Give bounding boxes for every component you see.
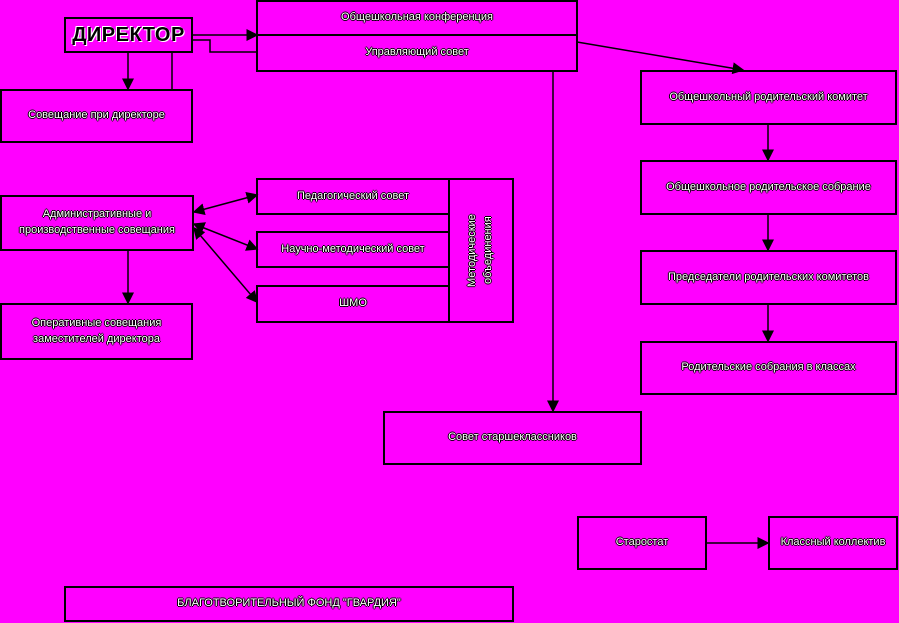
board-box: Управляющий совет [256,34,578,72]
chairs-box: Председатели родительских комитетов [640,250,897,305]
operative-box: Оперативные совещания заместителей дирек… [0,303,193,360]
method-assoc-label: Методические объединения [466,214,494,287]
arrow-board-parent-committee [576,41,745,75]
admin-meetings-box: Административные и производственные сове… [0,195,194,251]
senior-council-box: Совет старшеклассников [383,411,642,465]
directors-meeting-box: Совещание при директоре [0,89,193,143]
director-box: ДИРЕКТОР [64,17,193,53]
parent-committee-box: Общешкольный родительский комитет [640,70,897,125]
parent-meeting-box: Общешкольное родительское собрание [640,160,897,215]
ped-council-box: Педагогический совет [256,178,450,215]
sci-council-box: Научно-методический совет [256,231,450,268]
class-meetings-box: Родительские собрания в классах [640,341,897,395]
charity-box: БЛАГОТВОРИТЕЛЬНЫЙ ФОНД "ГВАРДИЯ" [64,586,514,622]
class-collective-box: Классный коллектив [768,516,898,570]
line-director-board [193,39,257,53]
starostat-box: Старостат [577,516,707,570]
arrow-admin-shmo [193,226,258,304]
shmo-box: ШМО [256,285,450,323]
method-assoc-box: Методические объединения [448,178,514,323]
arrow-admin-sci [192,222,259,251]
arrow-admin-ped [192,191,259,216]
conference-box: Общешкольная конференция [256,0,578,36]
